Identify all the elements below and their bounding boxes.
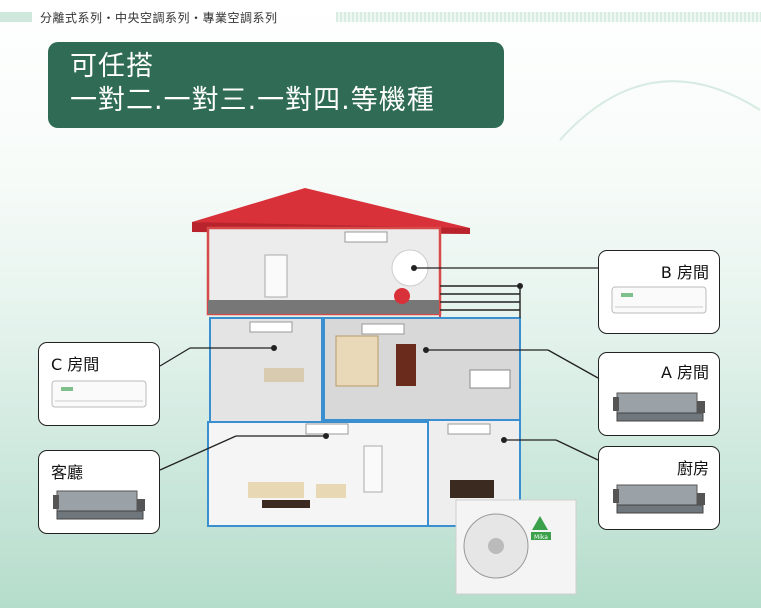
label-b-room: B 房間 <box>660 263 709 282</box>
a-room-shelf <box>335 335 379 387</box>
kitchen-ac <box>447 423 491 435</box>
top-bar-stripe-right <box>336 12 761 22</box>
label-c-room: C 房間 <box>51 355 100 374</box>
floor-low-left <box>208 422 428 526</box>
top-bar-stripe-left <box>0 12 32 22</box>
callout-kitchen: 廚房 <box>598 446 720 530</box>
b-room-chair <box>394 288 410 304</box>
ducted-ac-unit-icon <box>613 484 705 514</box>
callout-living-room: 客廳 <box>38 450 160 534</box>
c-room-bed <box>264 368 304 382</box>
b-room-ac <box>344 231 388 243</box>
b-room-door <box>264 254 288 298</box>
a-room-ac <box>361 323 405 335</box>
living-chair <box>316 484 346 498</box>
callout-a-room: A 房間 <box>598 352 720 436</box>
roof <box>192 188 470 228</box>
floor-mid-right-outline <box>323 317 521 421</box>
living-ac <box>305 423 349 435</box>
living-sofa <box>248 482 304 498</box>
kitchen-table <box>450 480 494 498</box>
a-room-door <box>396 344 416 386</box>
a-room-bed <box>469 369 511 389</box>
wall-ac-unit-icon <box>51 380 147 408</box>
outdoor-unit-logo-icon <box>532 516 548 530</box>
wall-ac-unit-icon <box>611 286 707 314</box>
leader-dots <box>271 265 523 443</box>
callout-b-room: B 房間 <box>598 250 720 334</box>
pipe-lines <box>440 285 521 318</box>
floor-top-slab <box>208 300 440 314</box>
label-kitchen: 廚房 <box>676 459 709 478</box>
headline-box: 可任搭 一對二.一對三.一對四.等機種 <box>48 42 504 128</box>
living-table <box>262 500 310 508</box>
breadcrumb: 分離式系列・中央空調系列・專業空調系列 <box>40 11 278 25</box>
headline-line-2: 一對二.一對三.一對四.等機種 <box>70 85 435 116</box>
outdoor-unit-logo-badge <box>531 532 551 540</box>
headline-line-1: 可任搭 <box>70 51 154 82</box>
callout-c-room: C 房間 <box>38 342 160 426</box>
ducted-ac-unit-icon <box>613 392 705 422</box>
label-living-room: 客廳 <box>51 463 84 482</box>
top-bar: 分離式系列・中央空調系列・專業空調系列 <box>0 0 761 34</box>
outdoor-unit-fan-hub <box>488 538 504 554</box>
decor-arc <box>559 80 761 141</box>
label-a-room: A 房間 <box>660 363 709 382</box>
c-room-ac <box>249 321 293 333</box>
outdoor-unit-logo-text: Mika <box>534 534 548 541</box>
living-door <box>363 445 383 493</box>
leader-lines <box>159 267 599 471</box>
ducted-ac-unit-icon <box>53 490 145 520</box>
